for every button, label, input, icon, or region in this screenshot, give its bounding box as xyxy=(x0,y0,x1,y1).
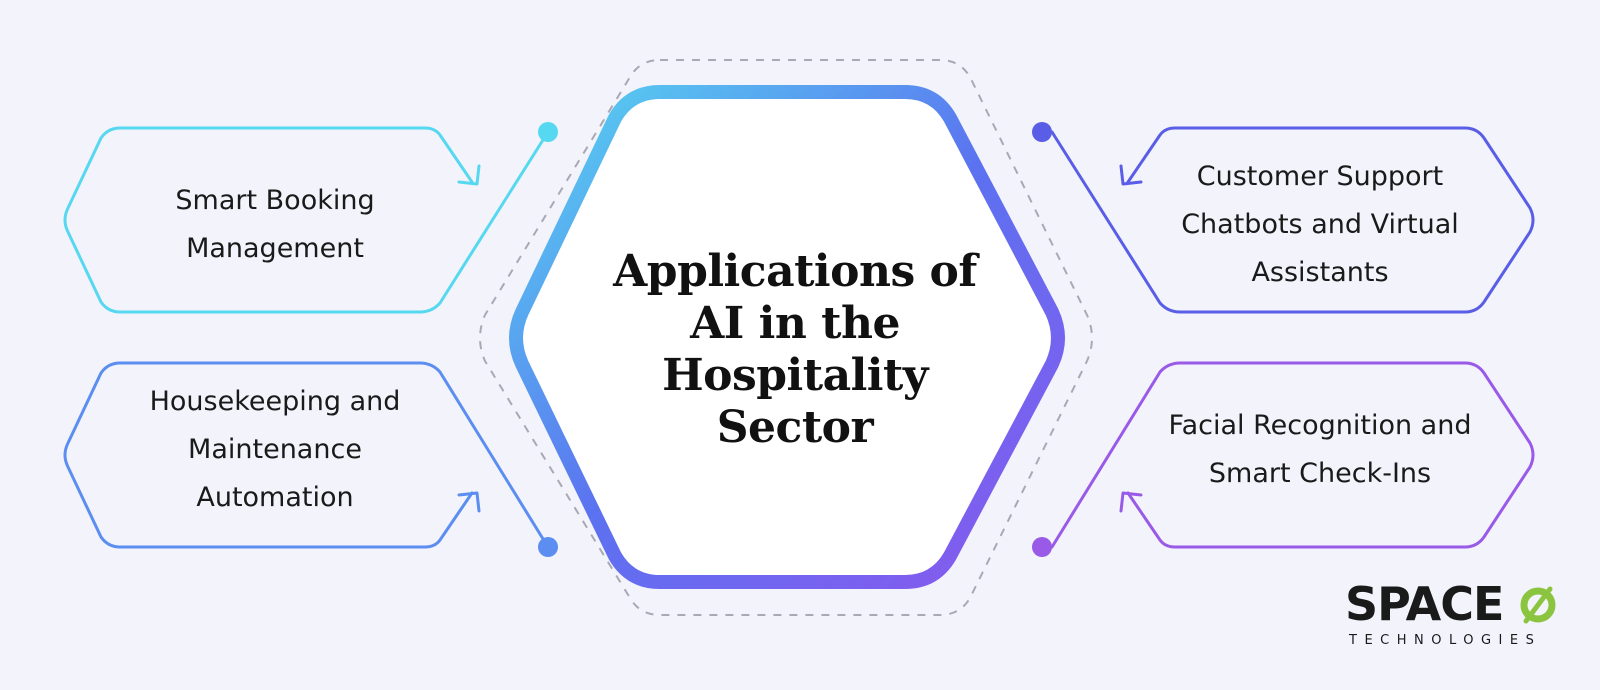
card-customer-support-outline xyxy=(1050,126,1535,314)
card-label-line: Housekeeping and xyxy=(149,386,401,417)
card-smart-booking: Smart Booking Management xyxy=(110,135,440,315)
arrow-head-icon xyxy=(1119,491,1143,513)
arrow-head-icon xyxy=(457,491,481,513)
title-line: Applications of xyxy=(613,246,977,297)
arrow-head-icon xyxy=(1119,164,1143,186)
title-line: AI in the xyxy=(690,298,900,349)
arrow-head-icon xyxy=(457,164,481,186)
center-hexagon xyxy=(509,85,1065,589)
card-facial-recognition-outline xyxy=(1050,361,1535,549)
card-label-line: Smart Booking xyxy=(175,185,375,216)
card-housekeeping-outline xyxy=(63,361,550,549)
logo-main-text: SPACE xyxy=(1345,577,1504,631)
card-label-line: Facial Recognition and xyxy=(1168,410,1472,441)
card-label-line: Automation xyxy=(196,482,354,513)
slashed-o-icon xyxy=(1520,586,1556,624)
card-customer-support: Customer Support Chatbots and Virtual As… xyxy=(1150,135,1490,315)
connector-dot xyxy=(538,537,558,557)
space-technologies-logo: SPACE TECHNOLOGIES xyxy=(1345,580,1565,650)
card-label-line: Maintenance xyxy=(188,434,362,465)
center-title: Applications of AI in the Hospitality Se… xyxy=(560,200,1030,500)
logo-sub-text: TECHNOLOGIES xyxy=(1349,633,1542,648)
connector-dot xyxy=(538,122,558,142)
card-label-line: Management xyxy=(186,233,364,264)
title-line: Hospitality xyxy=(662,350,928,401)
card-label-line: Customer Support xyxy=(1196,161,1444,192)
card-label-line: Smart Check-Ins xyxy=(1208,458,1432,489)
connector-dot xyxy=(1032,537,1052,557)
card-facial-recognition: Facial Recognition and Smart Check-Ins xyxy=(1150,360,1490,540)
title-line: Sector xyxy=(716,402,874,453)
card-label-line: Assistants xyxy=(1251,257,1389,288)
card-label-line: Chatbots and Virtual xyxy=(1181,209,1459,240)
dashed-outline-hexagon xyxy=(479,59,1093,616)
connector-dot xyxy=(1032,122,1052,142)
card-smart-booking-outline xyxy=(63,126,550,314)
card-housekeeping: Housekeeping and Maintenance Automation xyxy=(110,360,440,540)
